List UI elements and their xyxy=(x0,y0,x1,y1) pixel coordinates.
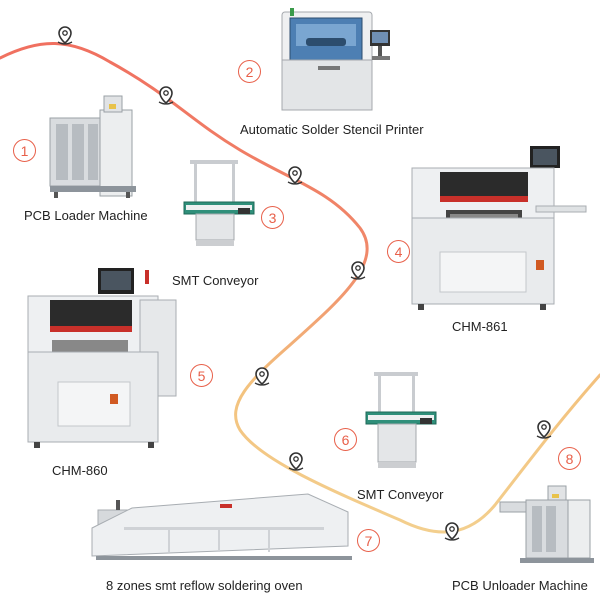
step-number-badge: 2 xyxy=(238,60,261,83)
step-label-pcb-unloader: PCB Unloader Machine xyxy=(452,578,588,593)
step-number-badge: 8 xyxy=(558,447,581,470)
solder-stencil-printer-image xyxy=(281,8,390,111)
step-label-pcb-loader: PCB Loader Machine xyxy=(24,208,148,223)
smt-conveyor-image xyxy=(365,372,437,468)
step-number-badge: 7 xyxy=(357,529,380,552)
step-number-badge: 3 xyxy=(261,206,284,229)
step-number-badge: 4 xyxy=(387,240,410,263)
step-number-badge: 6 xyxy=(334,428,357,451)
chm-860-machine-image xyxy=(27,268,177,448)
step-label-smt-conveyor-2: SMT Conveyor xyxy=(357,487,444,502)
step-label-chm-861: CHM-861 xyxy=(452,319,508,334)
step-number-badge: 5 xyxy=(190,364,213,387)
step-label-reflow-oven: 8 zones smt reflow soldering oven xyxy=(106,578,303,593)
location-pin-icon xyxy=(536,420,552,439)
chm-861-machine-image xyxy=(411,146,587,310)
pcb-loader-machine-image xyxy=(49,95,136,198)
location-pin-icon xyxy=(444,522,460,541)
step-label-solder-stencil-printer: Automatic Solder Stencil Printer xyxy=(240,122,424,137)
process-route-line xyxy=(0,42,600,534)
step-number-badge: 1 xyxy=(13,139,36,162)
reflow-oven-image xyxy=(91,493,352,560)
location-pin-icon xyxy=(57,26,73,45)
step-label-chm-860: CHM-860 xyxy=(52,463,108,478)
location-pin-icon xyxy=(158,86,174,105)
location-pin-icon xyxy=(350,261,366,280)
step-label-smt-conveyor-1: SMT Conveyor xyxy=(172,273,259,288)
pcb-unloader-machine-image xyxy=(499,485,594,563)
smt-conveyor-image xyxy=(183,160,255,246)
location-pin-icon xyxy=(254,367,270,386)
location-pin-icon xyxy=(288,452,304,471)
location-pin-icon xyxy=(287,166,303,185)
